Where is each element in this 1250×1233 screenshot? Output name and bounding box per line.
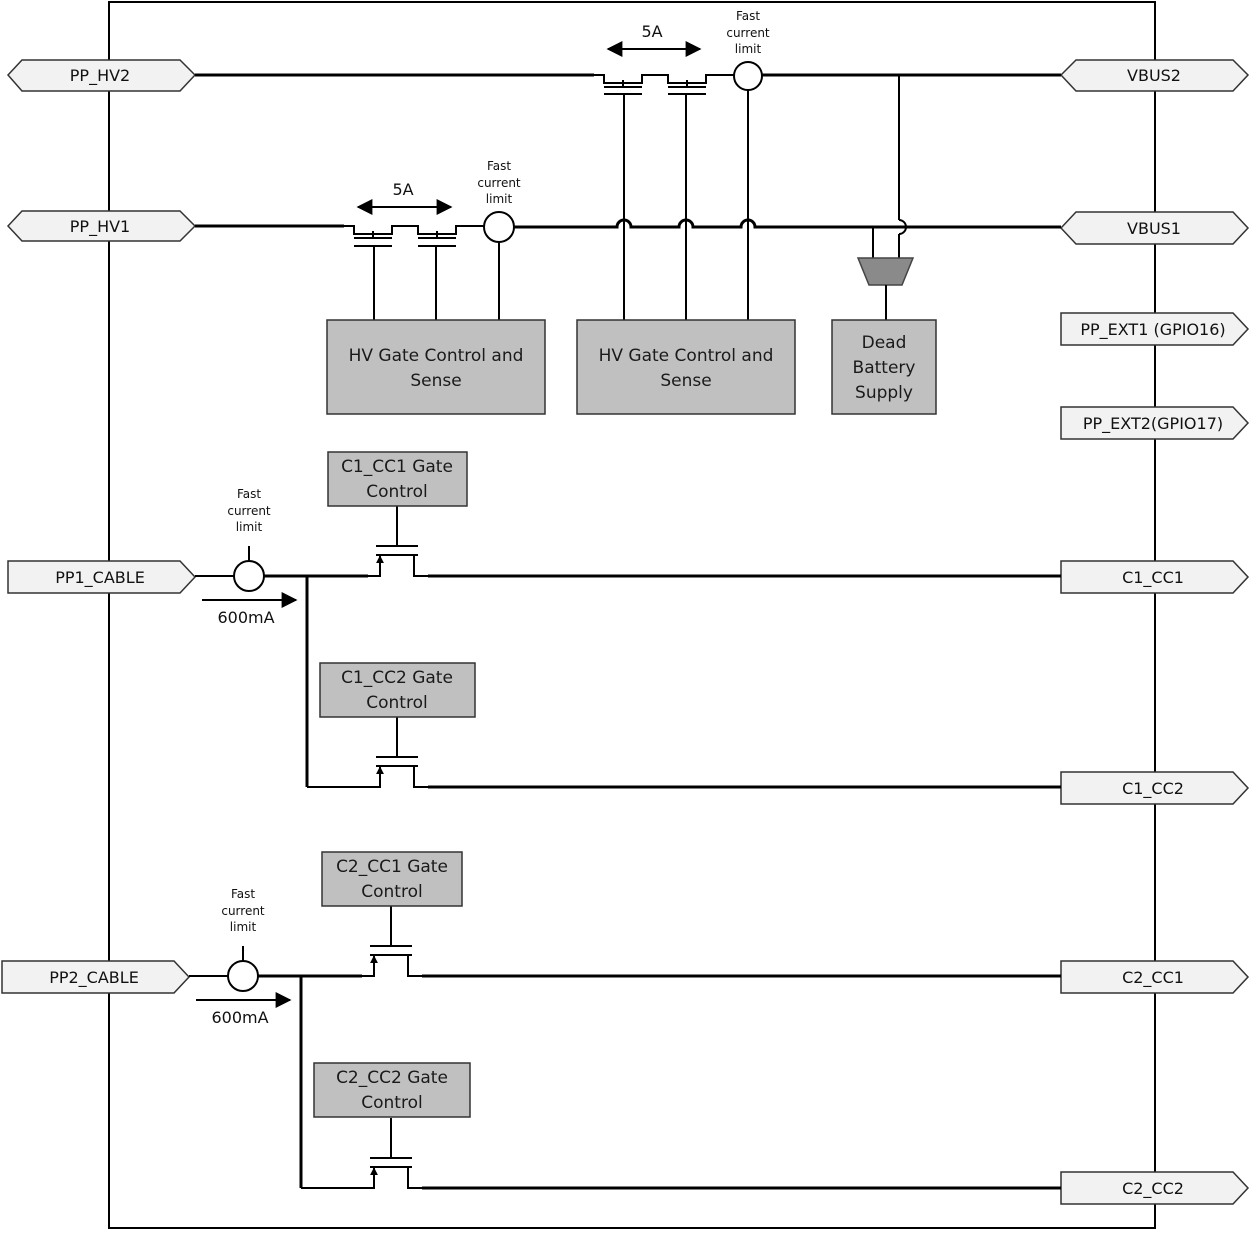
svg-text:Fast: Fast (736, 9, 760, 23)
port-c2-cc2: C2_CC2 (1060, 1171, 1250, 1205)
port-pp2-cable: PP2_CABLE (1, 960, 191, 994)
svg-text:limit: limit (486, 192, 513, 206)
c2-cc2-gate-control-block: C2_CC2 Gate Control (313, 1062, 471, 1118)
port-pp-hv1: PP_HV1 (6, 210, 197, 242)
chip-boundary (108, 1, 1156, 1229)
pp2-fast-current-limit-label: Fast current limit (221, 887, 265, 934)
svg-text:C2_CC1 Gate: C2_CC1 Gate (336, 857, 448, 877)
svg-text:Control: Control (361, 1093, 422, 1113)
port-c2-cc2-label: C2_CC2 (1122, 1179, 1184, 1199)
hv1-current-label: 5A (392, 180, 413, 199)
hv1-path (195, 211, 1061, 320)
port-vbus2-label: VBUS2 (1127, 66, 1181, 85)
port-pp-hv2-label: PP_HV2 (70, 66, 130, 86)
port-pp-ext1-label: PP_EXT1 (GPIO16) (1080, 320, 1225, 340)
hv-gate-control-block-1: HV Gate Control and Sense (326, 319, 546, 415)
svg-text:current: current (477, 176, 521, 190)
svg-text:Fast: Fast (231, 887, 255, 901)
port-pp-ext2: PP_EXT2(GPIO17) (1060, 406, 1250, 440)
svg-text:Sense: Sense (660, 371, 711, 391)
pp1-cable-path (195, 506, 1061, 789)
port-pp-ext2-label: PP_EXT2(GPIO17) (1083, 414, 1223, 434)
svg-text:Control: Control (366, 482, 427, 502)
c1-cc1-gate-control-block: C1_CC1 Gate Control (327, 451, 468, 507)
svg-text:C2_CC2 Gate: C2_CC2 Gate (336, 1068, 448, 1088)
svg-text:limit: limit (735, 42, 762, 56)
port-pp1-cable-label: PP1_CABLE (55, 568, 145, 588)
hv2-path (195, 61, 1061, 320)
svg-text:C1_CC1 Gate: C1_CC1 Gate (341, 457, 453, 477)
svg-text:current: current (726, 26, 770, 40)
svg-text:Control: Control (361, 882, 422, 902)
svg-text:current: current (227, 504, 271, 518)
hv-gate-control-block-2: HV Gate Control and Sense (576, 319, 796, 415)
port-pp-hv2: PP_HV2 (6, 59, 197, 92)
pp1-current-label: 600mA (217, 608, 274, 627)
svg-text:limit: limit (236, 520, 263, 534)
port-c1-cc2-label: C1_CC2 (1122, 779, 1184, 799)
port-c1-cc1: C1_CC1 (1060, 560, 1250, 594)
pp2-cable-path (189, 906, 1061, 1190)
svg-text:HV Gate Control and: HV Gate Control and (349, 346, 524, 366)
svg-text:Battery: Battery (853, 358, 916, 378)
svg-text:Supply: Supply (855, 383, 913, 403)
pp1-fast-current-limit-label: Fast current limit (227, 487, 271, 534)
svg-text:Fast: Fast (237, 487, 261, 501)
svg-text:HV Gate Control and: HV Gate Control and (599, 346, 774, 366)
c2-cc1-gate-control-block: C2_CC1 Gate Control (321, 851, 463, 907)
svg-text:Control: Control (366, 693, 427, 713)
port-c1-cc1-label: C1_CC1 (1122, 568, 1184, 588)
hv1-fast-current-limit-label: Fast current limit (477, 159, 521, 206)
port-c2-cc1: C2_CC1 (1060, 960, 1250, 994)
svg-text:Dead: Dead (862, 333, 907, 353)
port-vbus1: VBUS1 (1059, 211, 1250, 245)
hv2-fast-current-limit-label: Fast current limit (726, 9, 770, 56)
svg-text:limit: limit (230, 920, 257, 934)
port-vbus2: VBUS2 (1059, 59, 1250, 92)
svg-text:Sense: Sense (410, 371, 461, 391)
pp2-current-label: 600mA (211, 1008, 268, 1027)
c1-cc2-gate-control-block: C1_CC2 Gate Control (319, 662, 476, 718)
hv2-current-label: 5A (641, 22, 662, 41)
port-c1-cc2: C1_CC2 (1060, 771, 1250, 805)
port-pp1-cable: PP1_CABLE (7, 560, 197, 594)
svg-text:C1_CC2 Gate: C1_CC2 Gate (341, 668, 453, 688)
port-vbus1-label: VBUS1 (1127, 219, 1181, 238)
svg-text:current: current (221, 904, 265, 918)
port-pp-hv1-label: PP_HV1 (70, 217, 130, 237)
dead-battery-supply-block: Dead Battery Supply (831, 319, 937, 415)
port-c2-cc1-label: C2_CC1 (1122, 968, 1184, 988)
port-pp2-cable-label: PP2_CABLE (49, 968, 139, 988)
port-pp-ext1: PP_EXT1 (GPIO16) (1060, 312, 1250, 346)
svg-text:Fast: Fast (487, 159, 511, 173)
